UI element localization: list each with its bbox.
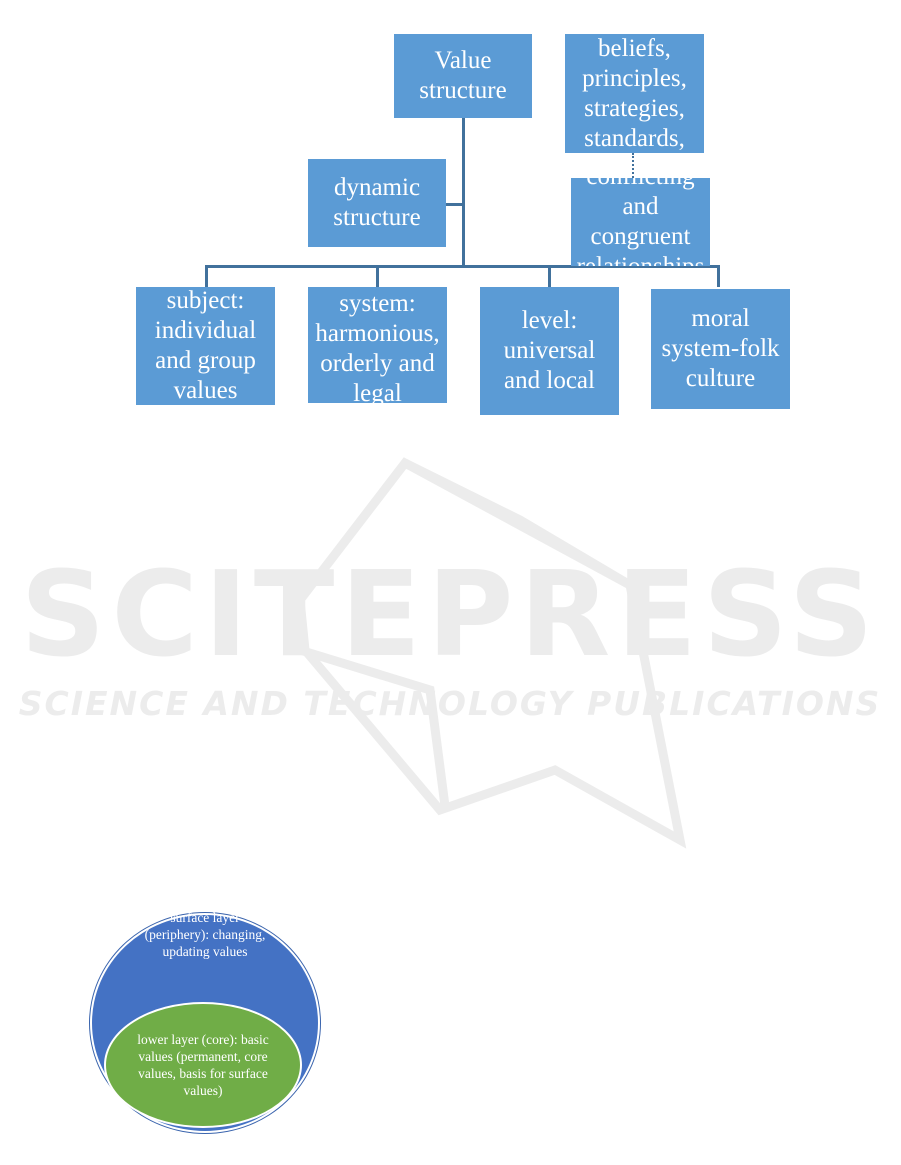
connector-child-1 <box>205 265 208 287</box>
core-layer-ellipse: lower layer (core): basic values (perman… <box>104 1002 302 1128</box>
watermark-title: SCITEPRESS <box>20 545 879 683</box>
connector-dotted <box>632 153 634 178</box>
connector-root-vertical <box>462 118 465 266</box>
watermark-subtitle: SCIENCE AND TECHNOLOGY PUBLICATIONS <box>19 684 882 723</box>
connector-horizontal <box>205 265 720 268</box>
core-layer-label: lower layer (core): basic values (perman… <box>137 1031 269 1099</box>
connector-child-3 <box>548 265 551 287</box>
level-node: level: universal and local <box>480 287 619 415</box>
subject-node: subject: individual and group values <box>136 287 275 405</box>
system-node: system: harmonious, orderly and legal <box>308 287 447 403</box>
root-node: Value structure <box>394 34 532 118</box>
connector-child-4 <box>717 265 720 287</box>
dynamic-structure-node: dynamic structure <box>308 159 446 247</box>
beliefs-node: beliefs, principles, strategies, standar… <box>565 34 704 153</box>
conflicting-relationships-node: conflicting and congruent relationships <box>571 178 710 266</box>
book-logo-icon <box>295 457 687 849</box>
connector-dynamic <box>446 203 463 206</box>
connector-child-2 <box>376 265 379 287</box>
moral-system-node: moral system-folk culture <box>651 289 790 409</box>
surface-layer-label: surface layer (periphery): changing, upd… <box>144 910 266 960</box>
